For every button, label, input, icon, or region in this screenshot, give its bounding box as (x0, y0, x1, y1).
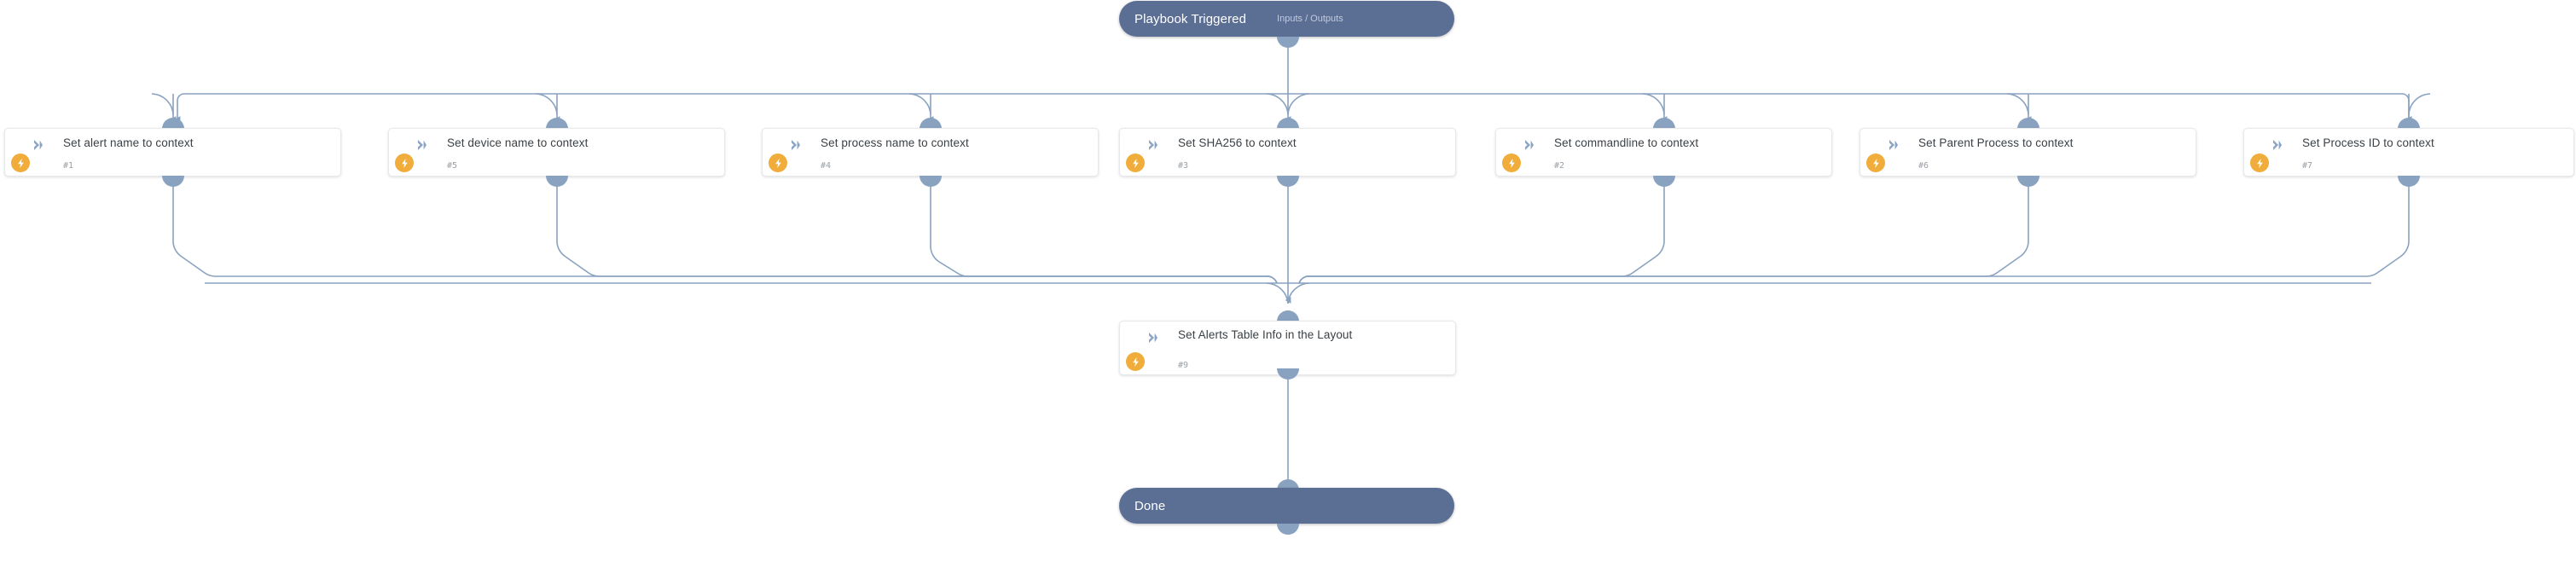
edge-bus-curl-3 (908, 93, 931, 115)
task-card-id: #6 (1918, 161, 1929, 171)
chevron-right-icon (2271, 139, 2283, 151)
node-playbook-triggered[interactable]: Playbook Triggered Inputs / Outputs (1119, 1, 1454, 37)
lightning-bolt-icon (1126, 154, 1145, 172)
merge-card-id: #9 (1178, 361, 1189, 370)
task-card-title: Set device name to context (447, 136, 589, 149)
chevron-right-icon (1888, 139, 1900, 151)
connector-nub-merge-top (1277, 310, 1299, 322)
edge-card-5-to-merge (1298, 183, 1665, 284)
edge-card-2-to-merge (556, 183, 1278, 284)
task-card-title: Set process name to context (821, 136, 969, 149)
connector-nub-card-3-bottom (920, 176, 942, 187)
connector-nub-card-7-top (2398, 118, 2420, 129)
edge-merge-bus-right (1287, 282, 1310, 304)
edge-bus-curl-6 (2006, 93, 2029, 115)
connector-nub-card-7-bottom (2398, 176, 2420, 187)
task-card-id: #3 (1178, 161, 1189, 171)
lightning-bolt-icon (2250, 154, 2269, 172)
edge-bus-curl-4 (1266, 93, 1289, 115)
lightning-bolt-icon (1866, 154, 1885, 172)
connector-nub-card-1-top (162, 118, 184, 129)
playbook-triggered-title: Playbook Triggered (1134, 11, 1247, 26)
connector-nub-card-4-top (1277, 118, 1299, 129)
connector-nub-card-1-bottom (162, 176, 184, 187)
task-card[interactable]: Set Parent Process to context #6 (1859, 128, 2196, 177)
chevron-right-icon (416, 139, 428, 151)
task-card-id: #5 (447, 161, 458, 171)
connector-nub-card-2-bottom (546, 176, 568, 187)
edge-card-3-to-merge (930, 183, 1278, 284)
task-card[interactable]: Set Process ID to context #7 (2243, 128, 2574, 177)
edge-merge-bus-left (1266, 282, 1289, 304)
task-card-id: #2 (1554, 161, 1565, 171)
connector-nub-merge-bottom (1277, 368, 1299, 379)
connector-nub-card-4-bottom (1277, 176, 1299, 187)
task-card-title: Set alert name to context (63, 136, 194, 149)
lightning-bolt-icon (1126, 352, 1145, 371)
edge-card-6-to-merge (1298, 183, 2029, 284)
edge-bus-curl-4b (1287, 93, 1310, 115)
task-card[interactable]: Set device name to context #5 (388, 128, 725, 177)
chevron-right-icon (790, 139, 802, 151)
connector-nub-card-6-top (2017, 118, 2039, 129)
task-card-title: Set Parent Process to context (1918, 136, 2074, 149)
task-card-id: #7 (2302, 161, 2313, 171)
chevron-right-icon (32, 139, 44, 151)
connector-nub-card-5-bottom (1653, 176, 1675, 187)
chevron-right-icon (1147, 139, 1159, 151)
chevron-right-icon (1147, 332, 1159, 344)
done-title: Done (1134, 498, 1166, 513)
edge-bus-curl-7 (2408, 93, 2431, 115)
edge-bus-curl-1 (151, 93, 174, 115)
task-card[interactable]: Set SHA256 to context #3 (1119, 128, 1456, 177)
merge-card[interactable]: Set Alerts Table Info in the Layout #9 (1119, 321, 1456, 375)
edge-bus-curl-5 (1642, 93, 1665, 115)
connector-nub-card-3-top (920, 118, 942, 129)
lightning-bolt-icon (769, 154, 787, 172)
edge-fanout-bus-left (174, 93, 1288, 123)
edge-card-1-to-merge (172, 183, 1278, 284)
connector-nub-card-5-top (1653, 118, 1675, 129)
edge-card-7-to-merge (1298, 183, 2410, 284)
connector-nub-done-top (1277, 479, 1299, 490)
task-card[interactable]: Set process name to context #4 (762, 128, 1099, 177)
task-card-id: #1 (63, 161, 74, 171)
merge-card-title: Set Alerts Table Info in the Layout (1178, 328, 1353, 341)
chevron-right-icon (1523, 139, 1535, 151)
edge-fanout-bus-right (1288, 93, 2412, 123)
task-card[interactable]: Set commandline to context #2 (1495, 128, 1832, 177)
task-card-title: Set commandline to context (1554, 136, 1699, 149)
task-card[interactable]: Set alert name to context #1 (4, 128, 341, 177)
node-done[interactable]: Done (1119, 488, 1454, 524)
connector-nub-card-6-bottom (2017, 176, 2039, 187)
connector-nub-start-bottom (1277, 37, 1299, 48)
edge-bus-curl-2 (535, 93, 558, 115)
inputs-outputs-link[interactable]: Inputs / Outputs (1277, 14, 1343, 24)
task-card-title: Set SHA256 to context (1178, 136, 1297, 149)
connector-nub-card-2-top (546, 118, 568, 129)
lightning-bolt-icon (11, 154, 30, 172)
task-card-id: #4 (821, 161, 832, 171)
connector-nub-done-bottom (1277, 524, 1299, 535)
lightning-bolt-icon (395, 154, 414, 172)
task-card-title: Set Process ID to context (2302, 136, 2434, 149)
lightning-bolt-icon (1502, 154, 1521, 172)
